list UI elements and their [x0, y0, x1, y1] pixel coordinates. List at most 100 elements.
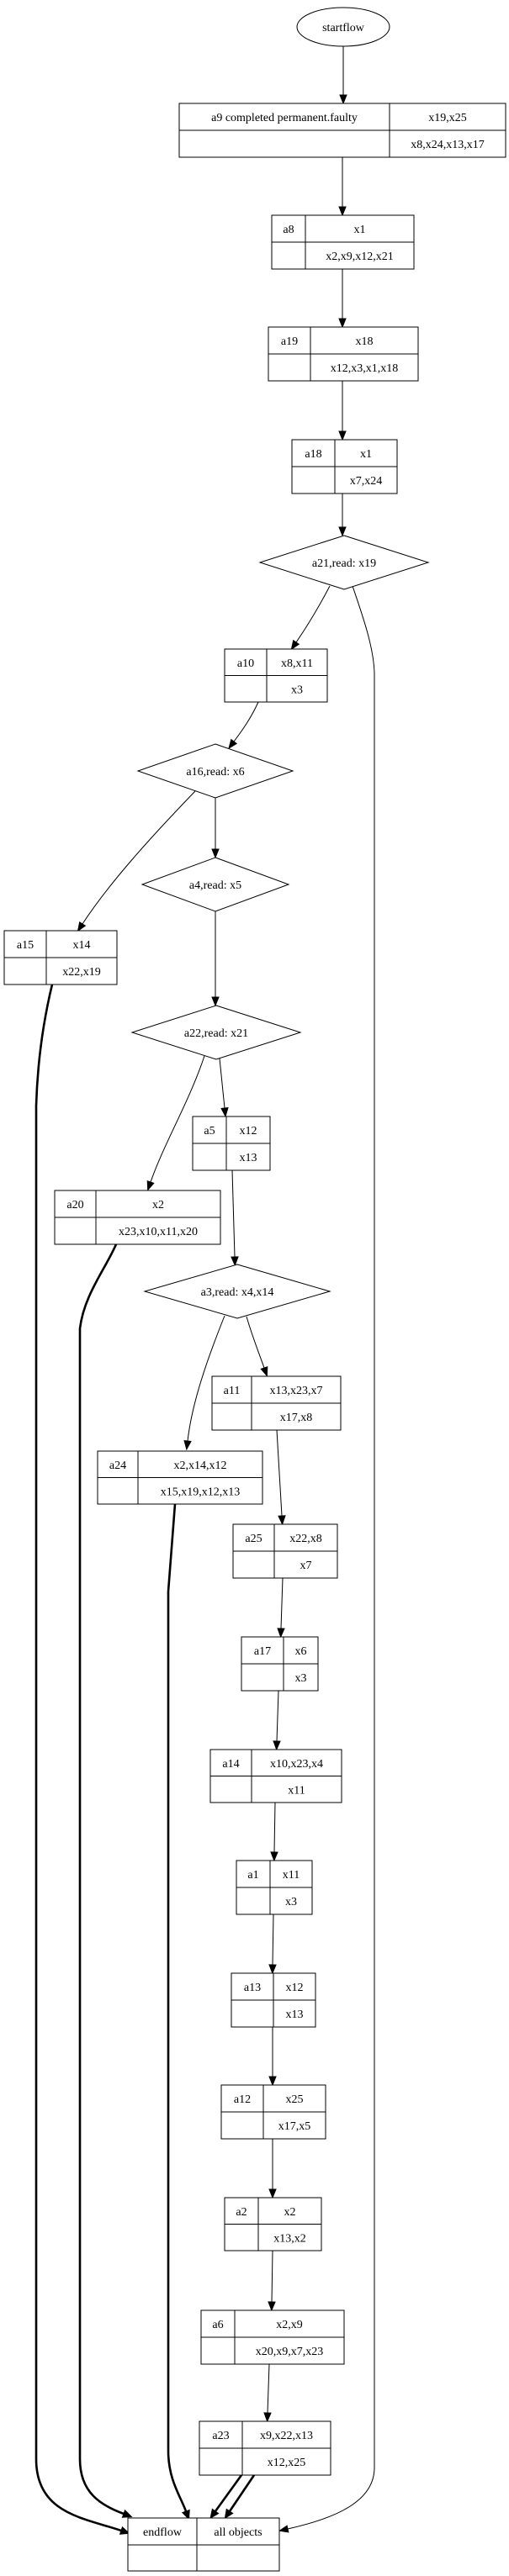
edge-line	[246, 1316, 265, 1369]
edge-line	[267, 2363, 270, 2414]
decision-node-a16[interactable]: a16,read: x6	[136, 743, 294, 799]
edge-line	[150, 1055, 205, 1183]
activity-read-objects: x25	[286, 2093, 304, 2106]
activity-write-objects: x15,x19,x12,x13	[161, 1486, 241, 1499]
activity-read-objects: x1	[360, 448, 372, 461]
activity-read-objects: x13,x23,x7	[270, 1385, 323, 1397]
activity-label: a15	[17, 939, 34, 952]
activity-label: a12	[234, 2093, 251, 2106]
edge-a19-to-a18	[338, 381, 347, 441]
edge-a21-to-a10	[290, 585, 331, 651]
nodes-layer: startflow endflow all objects a9 complet…	[3, 7, 506, 2572]
activity-read-objects: x12	[286, 1982, 304, 1994]
start-node[interactable]: startflow	[296, 7, 390, 47]
edge-line	[233, 701, 259, 742]
edge-a1-to-a13	[268, 1914, 277, 1975]
start-label: startflow	[322, 22, 365, 34]
activity-read-objects: x10,x23,x4	[270, 1758, 323, 1771]
edge-line	[276, 1690, 279, 1742]
decision-diamond	[258, 535, 430, 590]
arrowhead-icon	[338, 206, 347, 217]
activity-node-a13[interactable]: a13 x12 x13	[231, 1972, 316, 2028]
edge-a2-to-a6	[268, 2250, 276, 2312]
edge-a3-to-a11	[246, 1316, 268, 1377]
arrowhead-icon	[121, 2509, 133, 2518]
activity-read-objects: x2	[284, 2206, 296, 2219]
end-node[interactable]: endflow all objects	[127, 2517, 280, 2572]
activity-read-objects: x19,x25	[428, 112, 467, 124]
edge-a16-to-a15	[77, 790, 196, 932]
activity-write-objects: x17,x8	[280, 1412, 313, 1424]
edge-line	[280, 1577, 284, 1629]
arrowhead-icon	[77, 921, 87, 932]
activity-write-objects: x13	[286, 2009, 304, 2021]
edge-a14-to-a1	[270, 1802, 278, 1862]
edge-a21-to-endflow	[278, 585, 375, 2533]
arrowhead-icon	[277, 1628, 285, 1639]
arrowhead-icon	[220, 1107, 229, 1118]
arrowhead-icon	[270, 1851, 278, 1862]
decision-node-a21[interactable]: a21,read: x19	[258, 535, 430, 590]
arrowhead-icon	[209, 2508, 220, 2520]
decision-diamond	[130, 1005, 302, 1060]
activity-label: a23	[212, 2430, 229, 2442]
arrowhead-icon	[338, 526, 347, 537]
decision-label: a4,read: x5	[189, 879, 241, 892]
activity-read-objects: x11	[283, 1869, 300, 1882]
decision-label: a22,read: x21	[184, 1027, 248, 1040]
decision-node-a22[interactable]: a22,read: x21	[130, 1005, 302, 1060]
arrowhead-icon	[273, 1740, 281, 1751]
decision-node-a3[interactable]: a3,read: x4,x14	[143, 1264, 331, 1319]
edge-a9-to-a8	[338, 157, 347, 217]
edge-a17-to-a14	[273, 1690, 281, 1751]
edge-line	[295, 585, 331, 643]
arrowhead-icon	[290, 639, 300, 651]
arrowhead-icon	[183, 1439, 192, 1451]
arrowhead-icon	[119, 2526, 130, 2535]
edge-line	[228, 2474, 256, 2512]
edges-layer	[34, 46, 375, 2535]
activity-read-objects: x2,x9	[276, 2319, 303, 2331]
activity-write-objects: x12,x3,x1,x18	[331, 362, 399, 375]
edge-startflow-to-a9	[339, 46, 347, 105]
activity-label: a14	[222, 1758, 239, 1771]
activity-label: a5	[204, 1125, 215, 1138]
decision-label: a3,read: x4,x14	[201, 1286, 274, 1299]
activity-label: a18	[305, 448, 321, 461]
activity-label: a20	[66, 1199, 83, 1211]
edge-a13-to-a12	[268, 2027, 277, 2087]
activity-read-objects: x2	[152, 1199, 164, 1211]
decision-node-a4[interactable]: a4,read: x5	[141, 857, 290, 912]
edge-a4-to-a22	[211, 911, 220, 1007]
activity-write-objects: x22,x19	[62, 966, 101, 979]
edge-a23-to-endflow	[209, 2474, 243, 2520]
edge-line	[271, 2250, 273, 2303]
activity-read-objects: x6	[295, 1645, 307, 1658]
decision-diamond	[141, 857, 290, 912]
activity-write-objects: x20,x9,x7,x23	[256, 2346, 324, 2358]
activity-write-objects: x2,x9,x12,x21	[326, 251, 394, 263]
decision-label: a21,read: x19	[312, 557, 376, 570]
activity-label: a13	[244, 1982, 261, 1994]
arrowhead-icon	[339, 94, 347, 105]
decision-diamond	[136, 743, 294, 799]
